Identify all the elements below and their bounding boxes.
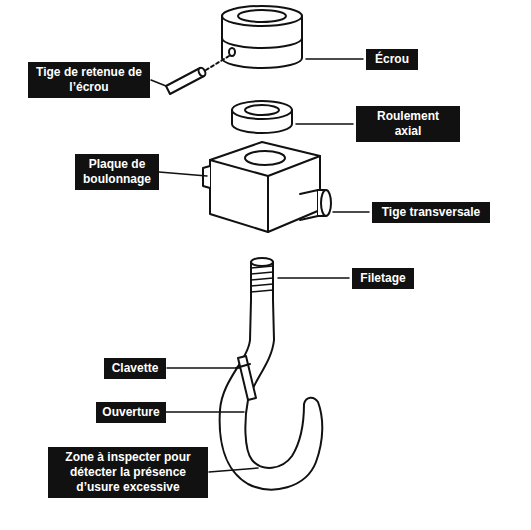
label-text: Roulement axial [362,109,454,139]
leader-lines [151,59,369,472]
callout-label: Ouverture [96,402,166,423]
callout-label: Tige de retenue de l’écrou [28,62,150,98]
callout-label: Clavette [104,358,166,379]
hook-drawing [220,258,323,489]
callout-label: Écrou [366,49,418,70]
callout-label: Tige transversale [372,202,490,223]
label-text: Zone à inspecter pour détecter la présen… [54,450,202,495]
label-text: Filetage [358,271,408,286]
label-text: Clavette [110,361,160,376]
callout-label: Filetage [352,268,414,289]
bearing-drawing [232,101,292,133]
label-text: Ouverture [102,405,160,420]
label-text: Tige de retenue de l’écrou [34,65,144,95]
callout-label: Roulement axial [356,106,460,142]
plate-drawing [203,142,331,232]
label-text: Écrou [372,52,412,67]
retaining-pin-drawing [166,56,229,94]
label-text: Plaque de boulonnage [81,157,153,187]
label-text: Tige transversale [378,205,484,220]
callout-label: Zone à inspecter pour détecter la présen… [48,447,208,498]
nut-drawing [222,6,302,68]
callout-label: Plaque de boulonnage [75,154,159,190]
